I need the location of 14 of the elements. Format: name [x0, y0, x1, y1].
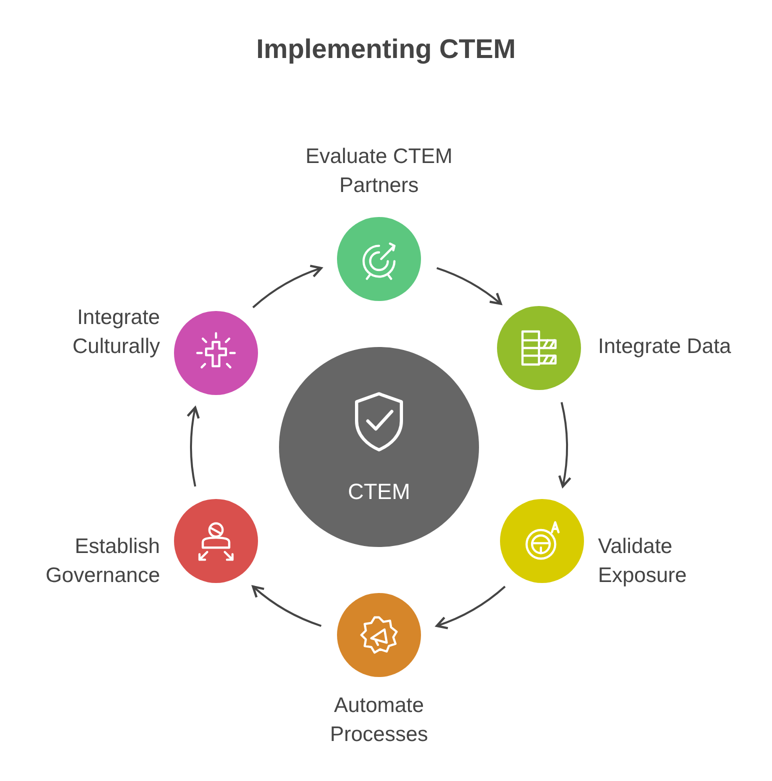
step-label: Integrate Culturally	[71, 305, 160, 360]
arrow	[187, 406, 200, 487]
step-label: Establish Governance	[44, 534, 160, 589]
arrow	[558, 402, 571, 488]
node-label: CTEM	[348, 479, 410, 505]
arrow	[436, 586, 506, 629]
arrow	[252, 585, 322, 627]
step-label: Automate Processes	[328, 693, 430, 748]
arrow	[252, 265, 322, 308]
title: Implementing CTEM	[255, 34, 517, 65]
step-label: Integrate Data	[598, 334, 732, 360]
step-label: Validate Exposure	[598, 534, 688, 589]
step-label: Evaluate CTEM Partners	[304, 144, 454, 199]
arrow	[436, 267, 502, 305]
